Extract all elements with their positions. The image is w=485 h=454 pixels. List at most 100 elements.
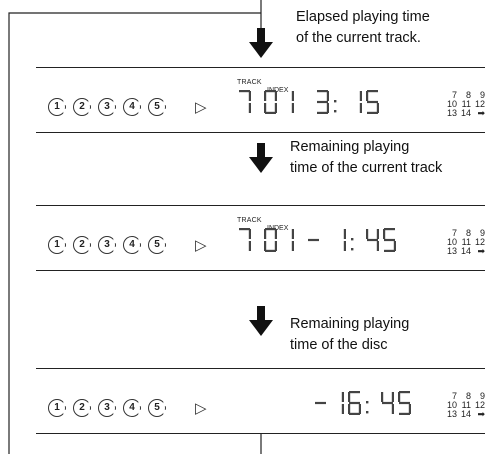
- segment: [248, 241, 251, 251]
- index-label: INDEX: [267, 225, 289, 232]
- segment: [341, 404, 344, 414]
- segment: [366, 91, 369, 101]
- track-number: 7: [452, 228, 458, 238]
- segment: [248, 229, 251, 239]
- down-arrow-icon: [249, 143, 273, 173]
- segment-readout: [239, 90, 379, 114]
- disc-icon: 4: [123, 399, 141, 417]
- segment: [349, 401, 360, 405]
- segment: [398, 392, 401, 402]
- colon-dot: [366, 401, 369, 404]
- segment: [399, 412, 410, 415]
- segment: [264, 91, 267, 101]
- track-label: TRACK: [237, 217, 262, 224]
- caption-remaining-disc: Remaining playing time of the disc: [290, 314, 409, 356]
- segment: [265, 111, 276, 114]
- segment: [291, 241, 294, 251]
- track-number: 9: [480, 228, 485, 238]
- track-number: 7: [452, 391, 458, 401]
- segment: [264, 229, 267, 239]
- play-icon: ▷: [195, 400, 207, 417]
- segment: [408, 404, 411, 414]
- segment: [376, 103, 379, 113]
- colon-dot: [334, 110, 337, 113]
- disc-icon: 4: [123, 236, 141, 254]
- track-number: 12: [475, 237, 485, 247]
- track-number: 11: [461, 400, 472, 410]
- segment: [358, 404, 361, 414]
- segment: [359, 103, 362, 113]
- segment: [384, 238, 395, 242]
- track-number: 12: [475, 99, 485, 109]
- caption-elapsed: Elapsed playing time of the current trac…: [296, 7, 430, 49]
- segment: [265, 90, 276, 93]
- segment: [376, 229, 379, 239]
- segment: [391, 404, 394, 414]
- segment: [315, 401, 326, 405]
- track-number: 13: [447, 108, 458, 118]
- segment: [367, 90, 378, 93]
- track-number: 7: [452, 90, 458, 100]
- disc-icon: 4: [123, 98, 141, 116]
- segment: [367, 238, 378, 242]
- track-number: 10: [447, 99, 458, 109]
- next-arrow-icon: ➡: [477, 108, 485, 118]
- segment: [399, 391, 410, 394]
- track-number: 9: [480, 391, 485, 401]
- segment: [349, 412, 360, 415]
- caption-line: of the current track.: [296, 30, 421, 46]
- segment: [265, 249, 276, 252]
- disc-icon: 5: [148, 236, 166, 254]
- segment: [291, 229, 294, 239]
- segment: [343, 229, 346, 239]
- disc-icon: 1: [48, 399, 66, 417]
- segment: [366, 229, 369, 239]
- index-label: INDEX: [267, 87, 289, 94]
- caption-line: Remaining playing: [290, 139, 410, 155]
- track-number: 8: [466, 391, 472, 401]
- segment: [326, 91, 329, 101]
- down-arrow-icon: [249, 28, 273, 58]
- segment: [343, 241, 346, 251]
- track-label: TRACK: [237, 79, 262, 86]
- disc-indicators: 1 2 3 4 5: [48, 236, 166, 254]
- disc-icon: 2: [73, 399, 91, 417]
- down-arrow-icon: [249, 306, 273, 336]
- next-arrow-icon: ➡: [477, 246, 485, 256]
- track-number: 8: [466, 90, 472, 100]
- play-icon: ▷: [195, 99, 207, 116]
- caption-line: Remaining playing: [290, 316, 410, 332]
- next-arrow-icon: ➡: [477, 409, 485, 419]
- play-icon: ▷: [195, 237, 207, 254]
- segment: [393, 241, 396, 251]
- disc-indicators: 1 2 3 4 5: [48, 399, 166, 417]
- segment: [317, 100, 328, 104]
- segment: [274, 91, 277, 101]
- segment: [376, 241, 379, 251]
- segment: [239, 228, 250, 231]
- colon-dot: [351, 238, 354, 241]
- segment: [239, 90, 250, 93]
- segment: [359, 91, 362, 101]
- segment: [367, 111, 378, 114]
- track-number: 13: [447, 409, 458, 419]
- segment: [274, 241, 277, 251]
- disc-icon: 5: [148, 98, 166, 116]
- track-number: 10: [447, 400, 458, 410]
- colon-dot: [351, 248, 354, 251]
- segment: [341, 392, 344, 402]
- disc-icon: 2: [73, 98, 91, 116]
- caption-line: time of the disc: [290, 337, 388, 353]
- track-number: 11: [461, 237, 472, 247]
- segment: [399, 401, 410, 405]
- segment: [326, 103, 329, 113]
- segment: [384, 249, 395, 252]
- segment: [348, 392, 351, 402]
- segment: [265, 228, 276, 231]
